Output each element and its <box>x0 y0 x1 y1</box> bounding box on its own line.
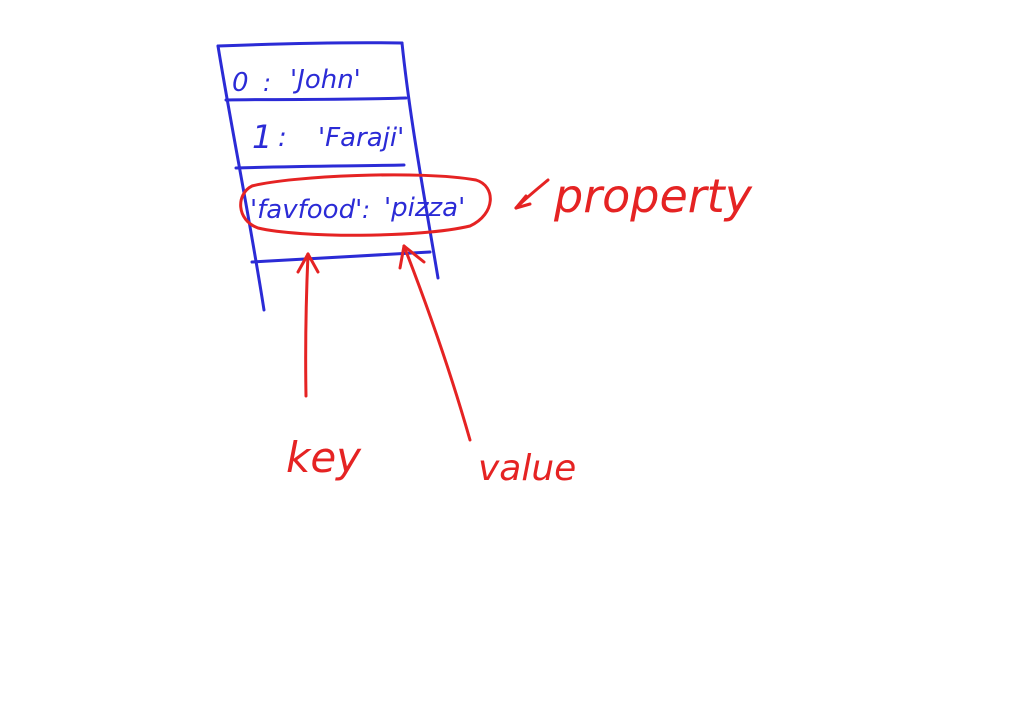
row-divider-1 <box>224 96 408 102</box>
property-label: property <box>553 169 753 223</box>
row-0-key: 0 <box>232 68 249 98</box>
value-arrow <box>398 244 472 442</box>
row-0-separator: : <box>263 69 271 97</box>
object-row-0: 0 : 'John' <box>232 65 361 98</box>
key-arrow <box>296 252 320 398</box>
row-0-value: 'John' <box>290 65 361 95</box>
row-2-value: 'pizza' <box>384 193 465 223</box>
box-top-edge <box>216 41 404 48</box>
row-2-key: 'favfood' <box>250 195 362 225</box>
object-row-1: 1 : 'Faraji' <box>252 118 404 156</box>
box-left-edge <box>216 44 266 312</box>
property-arrow <box>514 178 550 210</box>
value-label: value <box>478 448 576 489</box>
row-1-separator: : <box>278 123 287 153</box>
row-1-value: 'Faraji' <box>318 123 404 153</box>
row-1-key: 1 <box>252 118 272 156</box>
property-ellipse <box>239 173 492 237</box>
object-box <box>216 41 440 312</box>
object-row-2: 'favfood' : 'pizza' <box>250 193 465 225</box>
row-divider-2 <box>234 163 406 170</box>
row-2-separator: : <box>362 196 370 224</box>
key-label: key <box>286 433 362 482</box>
box-right-edge <box>400 41 440 280</box>
